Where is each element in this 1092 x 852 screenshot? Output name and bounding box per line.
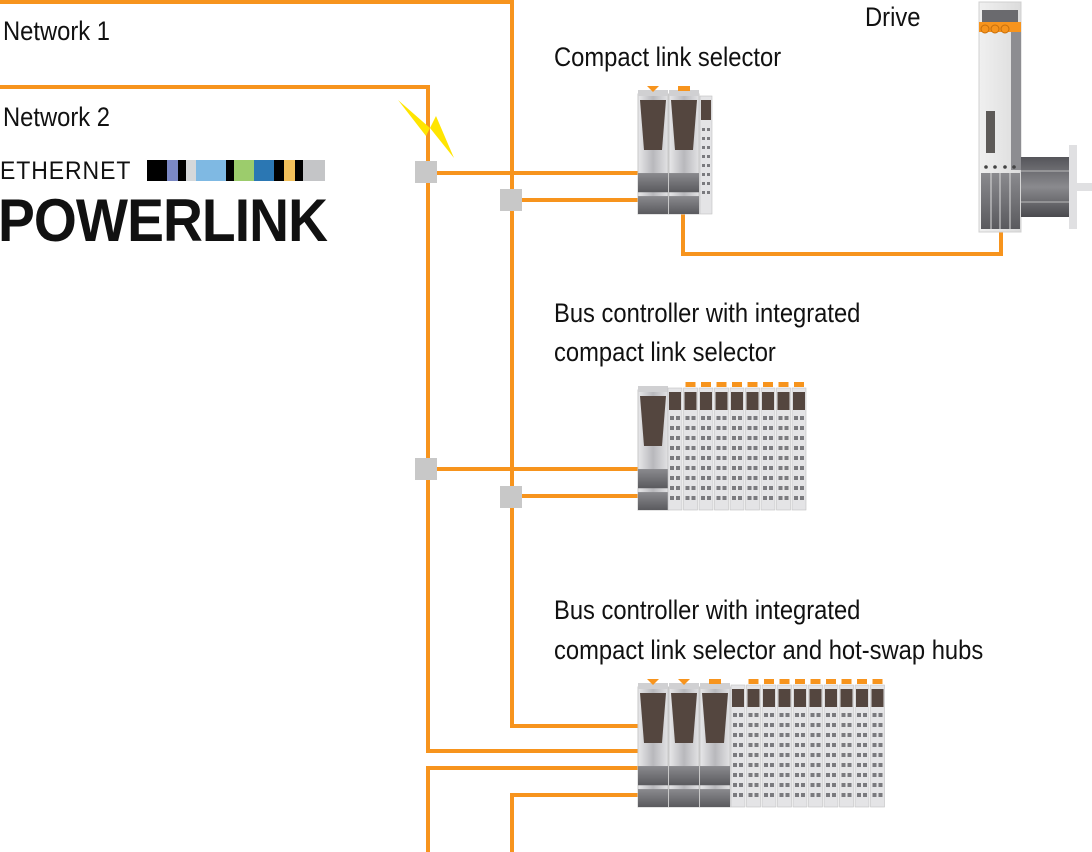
network-1-wire-top	[0, 0, 514, 4]
io-module	[808, 679, 823, 808]
logo-stripe	[226, 160, 234, 181]
bus-controller-2-label-line2: compact link selector and hot-swap hubs	[554, 635, 984, 665]
status-led	[779, 679, 790, 684]
io-module	[746, 679, 761, 808]
status-led	[841, 679, 852, 684]
status-led	[678, 679, 690, 685]
network-1-trunk	[510, 0, 514, 728]
io-module	[683, 382, 698, 511]
cls-to-drive-down	[681, 212, 685, 255]
junction-n2-cls	[415, 161, 437, 183]
io-module	[839, 679, 854, 808]
cls-to-drive-horiz	[681, 252, 1003, 256]
servo-drive-icon	[978, 1, 1022, 233]
io-module	[791, 382, 807, 511]
junction-n2-bc1	[415, 458, 437, 480]
status-led	[810, 679, 821, 684]
status-led	[709, 679, 721, 684]
junction-n1-cls	[500, 189, 522, 211]
status-led	[748, 679, 759, 684]
bus-controller-2-label-line1: Bus controller with integrated	[554, 595, 861, 625]
bus-controller-2-device	[637, 679, 885, 808]
bus-controller-1-device	[637, 382, 807, 511]
io-module	[760, 382, 776, 511]
logo-stripe	[178, 160, 186, 181]
bus-controller-1-label-line1: Bus controller with integrated	[554, 298, 861, 328]
bc2-out-n2-h	[426, 766, 638, 770]
bc1-branch-n2	[426, 467, 638, 471]
junction-n1-bc1	[500, 486, 522, 508]
status-led	[701, 382, 711, 387]
bus-module	[668, 86, 700, 215]
bus-module	[637, 679, 669, 808]
bc2-out-n2-v	[426, 766, 430, 852]
status-led	[795, 679, 805, 684]
io-module	[698, 382, 714, 511]
network-2-wire-top	[0, 85, 430, 89]
status-led	[857, 679, 867, 684]
status-led	[778, 382, 789, 387]
status-led	[732, 382, 742, 387]
status-led	[678, 86, 690, 91]
bc2-in-n1	[510, 724, 638, 728]
io-module	[667, 387, 683, 511]
status-led	[764, 679, 774, 684]
status-led	[763, 382, 773, 387]
bus-module	[637, 86, 669, 215]
logo-stripe	[147, 160, 167, 181]
lightning-bolt-icon	[398, 100, 454, 158]
bus-module	[699, 679, 731, 808]
io-module	[792, 679, 808, 808]
io-module	[854, 679, 870, 808]
io-module	[729, 382, 745, 511]
bus-module	[637, 386, 669, 511]
network-2-trunk	[426, 85, 430, 753]
io-module	[699, 95, 713, 215]
status-led	[685, 382, 696, 387]
logo-stripe	[254, 160, 274, 181]
compact-link-selector-device	[637, 86, 713, 215]
bus-module	[668, 679, 700, 808]
io-module	[777, 679, 792, 808]
io-module	[870, 679, 885, 808]
io-module	[745, 382, 760, 511]
logo-stripe	[196, 160, 226, 181]
network-2-label: Network 2	[3, 102, 110, 132]
io-module	[761, 679, 777, 808]
status-led	[647, 679, 659, 685]
drive-label: Drive	[865, 2, 921, 32]
logo-stripe	[303, 160, 325, 181]
status-led	[794, 382, 804, 387]
logo-stripe	[295, 160, 303, 181]
io-module	[714, 382, 729, 511]
bc1-branch-n1	[510, 494, 638, 498]
servo-motor-icon	[1021, 145, 1092, 229]
logo-stripe	[167, 160, 178, 181]
status-led	[826, 679, 836, 684]
status-led	[747, 382, 758, 387]
compact-link-selector-label: Compact link selector	[554, 42, 782, 72]
logo-stripe	[284, 160, 295, 181]
status-led	[716, 382, 727, 387]
status-led	[872, 679, 883, 684]
logo-stripe	[234, 160, 254, 181]
bc2-out-n1-h	[510, 793, 638, 797]
logo-stripe	[274, 160, 284, 181]
status-led	[647, 86, 659, 92]
cls-to-drive-up	[999, 228, 1003, 256]
bc2-in-n2	[426, 749, 638, 753]
io-module	[823, 679, 839, 808]
logo-ethernet-text: ETHERNET	[0, 157, 132, 185]
io-module	[730, 684, 746, 808]
cls-branch-n2	[426, 171, 638, 175]
network-1-label: Network 1	[3, 16, 110, 46]
cls-branch-n1	[510, 198, 638, 202]
logo-powerlink-text: POWERLINK	[0, 187, 328, 254]
bc2-out-n1-v	[510, 793, 514, 852]
io-module	[776, 382, 791, 511]
bus-controller-1-label-line2: compact link selector	[554, 337, 776, 367]
logo-stripe	[186, 160, 196, 181]
